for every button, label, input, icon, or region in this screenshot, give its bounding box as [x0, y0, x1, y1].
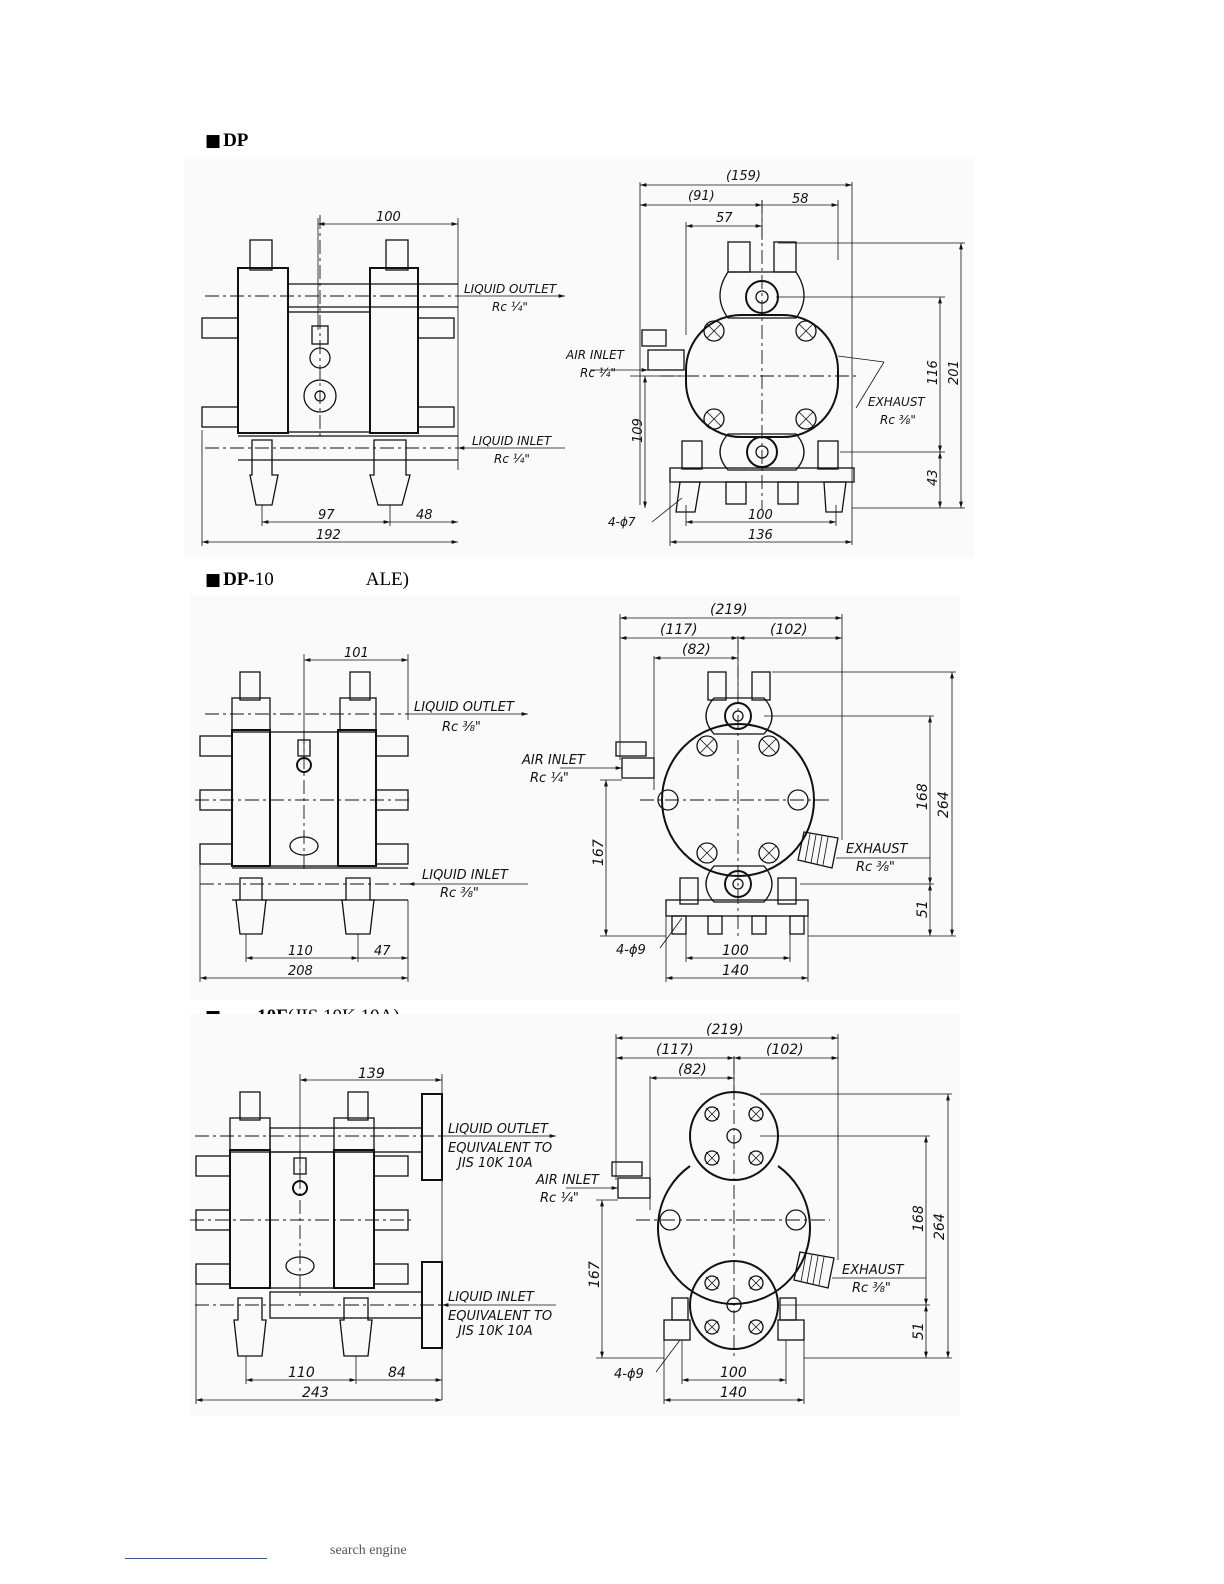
dim-side-base: 100: [722, 943, 749, 959]
dim-side-h3: 109: [631, 418, 646, 443]
liquid-outlet-size: Rc ¼": [492, 300, 528, 314]
liquid-inlet-label: LIQUID INLET: [472, 434, 553, 448]
liquid-outlet-size: EQUIVALENT TO: [448, 1141, 552, 1156]
exhaust-label: EXHAUST: [846, 842, 909, 857]
dim-side-base: 100: [748, 508, 773, 523]
dim-front-top: 101: [344, 646, 369, 661]
dim-front-bottom-right: 47: [374, 944, 391, 959]
liquid-inlet-label: LIQUID INLET: [422, 868, 509, 883]
dim-side-base-total: 140: [722, 963, 749, 979]
dim-front-bottom-right: 48: [416, 508, 433, 523]
dim-side-h3: 167: [587, 1261, 603, 1288]
liquid-outlet-size-2: JIS 10K 10A: [455, 1156, 533, 1171]
dim-side-top: (159): [726, 169, 761, 184]
dim-front-top: 100: [376, 210, 401, 225]
drawing-panel-dp: [184, 157, 974, 557]
dim-side-top: (219): [706, 1022, 744, 1038]
dim-side-h1: 168: [911, 1205, 927, 1232]
liquid-outlet-label: LIQUID OUTLET: [414, 700, 515, 715]
dim-side-h4: 51: [911, 1322, 927, 1340]
exhaust-size: Rc ⅜": [852, 1281, 891, 1296]
dim-side-mid-left: (117): [656, 1042, 694, 1058]
front-view-dp: 100 LIQUID OUTLET Rc ¼" LIQUID INLET: [201, 210, 565, 546]
dim-side-inner: 57: [716, 211, 733, 226]
dim-side-h2: 201: [947, 360, 962, 385]
air-inlet-label: AIR INLET: [535, 1173, 600, 1188]
liquid-inlet-label: LIQUID INLET: [448, 1290, 535, 1305]
liquid-outlet-label: LIQUID OUTLET: [448, 1122, 549, 1137]
dim-front-bottom-left: 110: [288, 1365, 315, 1381]
dim-side-mid-right: (102): [766, 1042, 804, 1058]
dim-side-h1: 116: [926, 360, 941, 385]
mount-holes-label: 4-ϕ7: [608, 515, 636, 529]
liquid-inlet-size-2: JIS 10K 10A: [455, 1324, 533, 1339]
dim-side-h4: 43: [926, 469, 941, 486]
front-view-10f: 139 LIQUID OUTLET EQUIVALENT TO JIS 10K …: [190, 1066, 556, 1404]
mount-holes-label: 4-ϕ9: [616, 943, 646, 958]
exhaust-label: EXHAUST: [868, 395, 926, 409]
air-inlet-size: Rc ¼": [540, 1191, 579, 1206]
side-view-dp10: (219) (117) (102) (82) EXHAUST Rc ⅜" AIR…: [521, 602, 956, 982]
dim-front-bottom-left: 110: [288, 944, 313, 959]
dim-front-top: 139: [358, 1066, 385, 1082]
dim-front-bottom-right: 84: [388, 1365, 406, 1381]
liquid-inlet-size: EQUIVALENT TO: [448, 1309, 552, 1324]
mount-holes-label: 4-ϕ9: [614, 1367, 644, 1382]
side-view-dp: (159) (91) 58 57 AIR INLET Rc ¼" EXHAUST…: [565, 169, 965, 546]
dim-side-inner: (82): [678, 1062, 707, 1078]
dim-front-bottom-left: 97: [318, 508, 335, 523]
dim-side-top: (219): [710, 602, 748, 618]
exhaust-size: Rc ⅜": [880, 413, 916, 427]
side-view-10f: (219) (117) (102) (82) EXHAUST Rc ⅜" AIR…: [535, 1022, 952, 1404]
drawing-panel-dp10: [190, 596, 960, 1000]
dim-side-h2: 264: [932, 1213, 948, 1240]
dim-side-h2: 264: [936, 791, 952, 818]
liquid-inlet-size: Rc ¼": [494, 452, 530, 466]
dim-side-base-total: 140: [720, 1385, 747, 1401]
dim-side-base: 100: [720, 1365, 747, 1381]
section-heading-dp: ■DP: [205, 130, 249, 151]
dim-side-mid-left: (91): [688, 189, 715, 204]
dim-side-mid-right: 58: [792, 192, 809, 207]
exhaust-label: EXHAUST: [842, 1263, 905, 1278]
dim-side-mid-left: (117): [660, 622, 698, 638]
front-view-dp10: 101 LIQUID OUTLET Rc ⅜" LIQUID INLET Rc …: [195, 646, 528, 982]
air-inlet-label: AIR INLET: [565, 348, 626, 362]
dim-front-overall: 192: [316, 528, 341, 543]
dim-side-inner: (82): [682, 642, 711, 658]
dim-side-h1: 168: [915, 783, 931, 810]
dim-side-h3: 167: [591, 839, 607, 866]
footer-link[interactable]: [125, 1557, 267, 1559]
air-inlet-size: Rc ¼": [530, 771, 569, 786]
liquid-outlet-label: LIQUID OUTLET: [464, 282, 558, 296]
air-inlet-label: AIR INLET: [521, 753, 586, 768]
dim-side-mid-right: (102): [770, 622, 808, 638]
air-inlet-size: Rc ¼": [580, 366, 616, 380]
footer-text: search engine: [330, 1543, 407, 1558]
liquid-inlet-size: Rc ⅜": [440, 886, 479, 901]
liquid-outlet-size: Rc ⅜": [442, 720, 481, 735]
dim-front-overall: 243: [302, 1385, 329, 1401]
dim-front-overall: 208: [288, 964, 313, 979]
dim-side-base-total: 136: [748, 528, 773, 543]
dim-side-h4: 51: [915, 900, 931, 918]
exhaust-size: Rc ⅜": [856, 860, 895, 875]
